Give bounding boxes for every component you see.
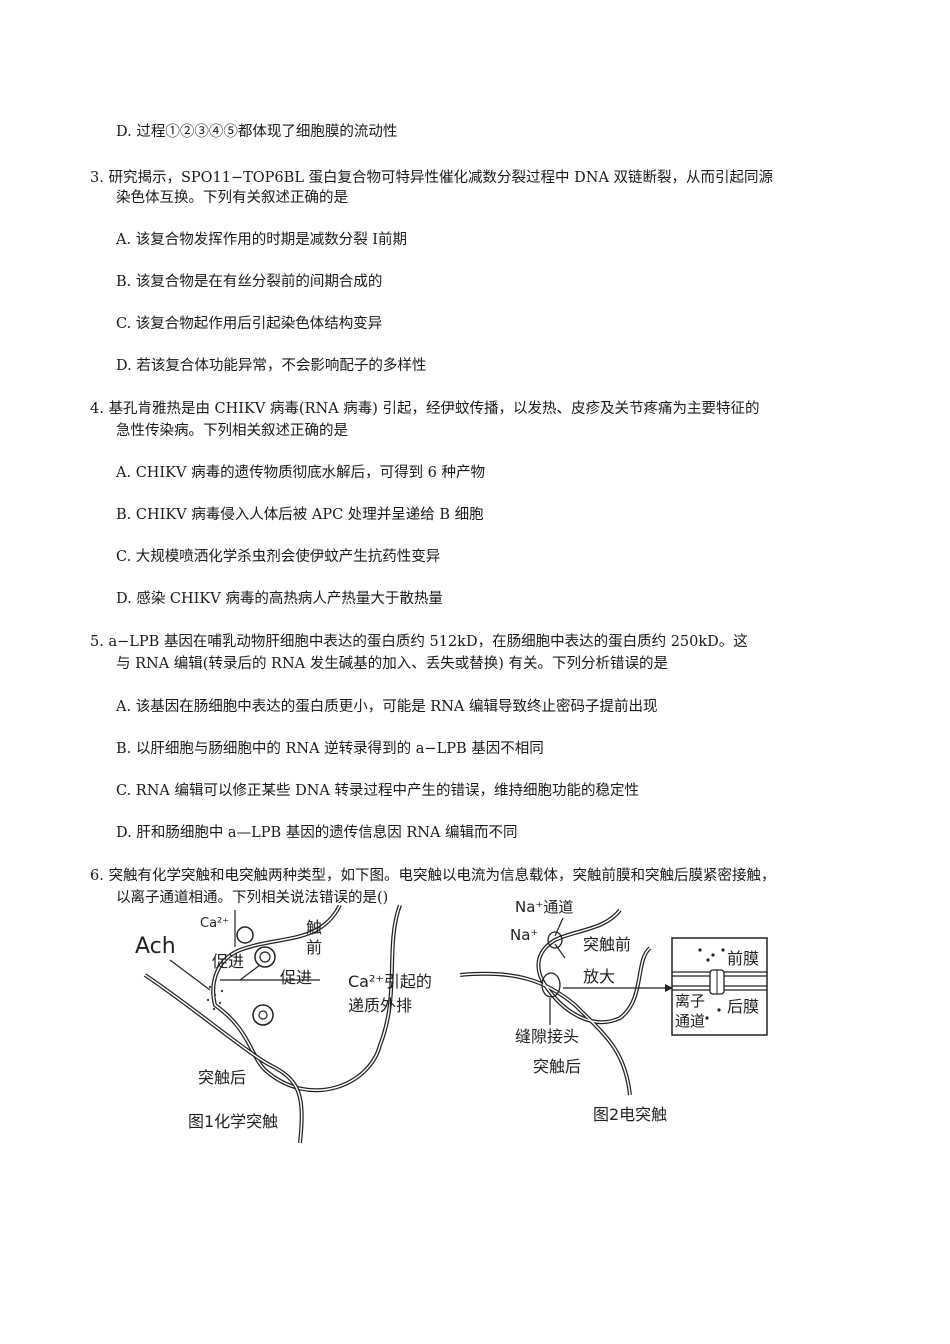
label-gap-junction: 缝隙接头	[515, 1027, 579, 1046]
q6-stem-line2: 以离子通道相通。下列相关说法错误的是()	[116, 890, 389, 906]
label-ach: Ach	[135, 934, 176, 959]
q4-option-a: A. CHIKV 病毒的遗传物质彻底水解后，可得到 6 种产物	[116, 465, 486, 481]
label-promote-2: 促进	[280, 968, 312, 987]
label-na-channel: Na⁺通道	[515, 900, 573, 916]
q3-stem-line2: 染色体互换。下列有关叙述正确的是	[116, 190, 348, 206]
label-release-1: Ca²⁺引起的	[348, 972, 432, 991]
q4-stem-line1: 4. 基孔肯雅热是由 CHIKV 病毒(RNA 病毒) 引起，经伊蚊传播，以发热…	[90, 401, 760, 417]
label-post-membrane: 后膜	[727, 997, 759, 1016]
label-pre-2: 前	[306, 938, 322, 957]
q4-option-c: C. 大规模喷洒化学杀虫剂会使伊蚊产生抗药性变异	[116, 549, 441, 565]
q6-stem-line1: 6. 突触有化学突触和电突触两种类型，如下图。电突触以电流为信息载体，突触前膜和…	[90, 868, 776, 884]
label-na: Na⁺	[510, 926, 538, 944]
label-ion-channel-2: 通道	[675, 1012, 705, 1030]
q3-option-d: D. 若该复合体功能异常，不会影响配子的多样性	[116, 358, 427, 374]
label-pre-1: 触	[306, 918, 322, 937]
label-ion-channel-1: 离子	[675, 992, 705, 1010]
q5-option-b: B. 以肝细胞与肠细胞中的 RNA 逆转录得到的 a−LPB 基因不相同	[116, 741, 544, 757]
q5-option-a: A. 该基因在肠细胞中表达的蛋白质更小，可能是 RNA 编辑导致终止密码子提前出…	[116, 699, 658, 715]
q5-stem-line2: 与 RNA 编辑(转录后的 RNA 发生碱基的加入、丢失或替换) 有关。下列分析…	[116, 656, 669, 672]
q4-option-d: D. 感染 CHIKV 病毒的高热病人产热量大于散热量	[116, 591, 443, 607]
q3-option-c: C. 该复合物起作用后引起染色体结构变异	[116, 316, 383, 332]
q5-stem-line1: 5. a−LPB 基因在哺乳动物肝细胞中表达的蛋白质约 512kD，在肠细胞中表…	[90, 634, 748, 650]
label-pre-membrane: 前膜	[727, 949, 759, 968]
label-promote-1: 促进	[212, 952, 244, 971]
label-post: 突触后	[533, 1057, 581, 1076]
q5-option-d: D. 肝和肠细胞中 a—LPB 基因的遗传信息因 RNA 编辑而不同	[116, 825, 518, 841]
q2-option-d: D. 过程①②③④⑤都体现了细胞膜的流动性	[116, 124, 398, 140]
electrical-synapse-diagram: Na⁺通道 Na⁺ 突触前 放大 缝隙接头 突触后 前膜 后膜 离子 通道 图2…	[459, 898, 768, 1124]
q3-stem-line1: 3. 研究揭示，SPO11−TOP6BL 蛋白复合物可特异性催化减数分裂过程中 …	[90, 170, 774, 186]
figure1-caption: 图1化学突触	[188, 1112, 278, 1131]
q3-option-b: B. 该复合物是在有丝分裂前的间期合成的	[116, 274, 383, 290]
label-post: 突触后	[198, 1068, 246, 1087]
q3-option-a: A. 该复合物发挥作用的时期是减数分裂 Ⅰ前期	[116, 232, 408, 248]
figure-chemical-synapse: Ach Ca²⁺ 触 前 促进 促进 Ca²⁺引起的 递质外排 突触后 图1化学…	[130, 904, 460, 1145]
figure-electrical-synapse: Na⁺通道 Na⁺ 突触前 放大 缝隙接头 突触后 前膜 后膜 离子 通道 图2…	[455, 898, 775, 1135]
label-magnify: 放大	[583, 967, 615, 986]
figure2-caption: 图2电突触	[593, 1105, 667, 1124]
q4-option-b: B. CHIKV 病毒侵入人体后被 APC 处理并呈递给 B 细胞	[116, 507, 484, 523]
q4-stem-line2: 急性传染病。下列相关叙述正确的是	[116, 423, 348, 439]
q5-option-c: C. RNA 编辑可以修正某些 DNA 转录过程中产生的错误，维持细胞功能的稳定…	[116, 783, 639, 799]
label-pre: 突触前	[583, 935, 631, 954]
label-release-2: 递质外排	[348, 996, 412, 1015]
label-ca: Ca²⁺	[200, 916, 229, 931]
chemical-synapse-diagram: Ach Ca²⁺ 触 前 促进 促进 Ca²⁺引起的 递质外排 突触后 图1化学…	[135, 904, 432, 1144]
